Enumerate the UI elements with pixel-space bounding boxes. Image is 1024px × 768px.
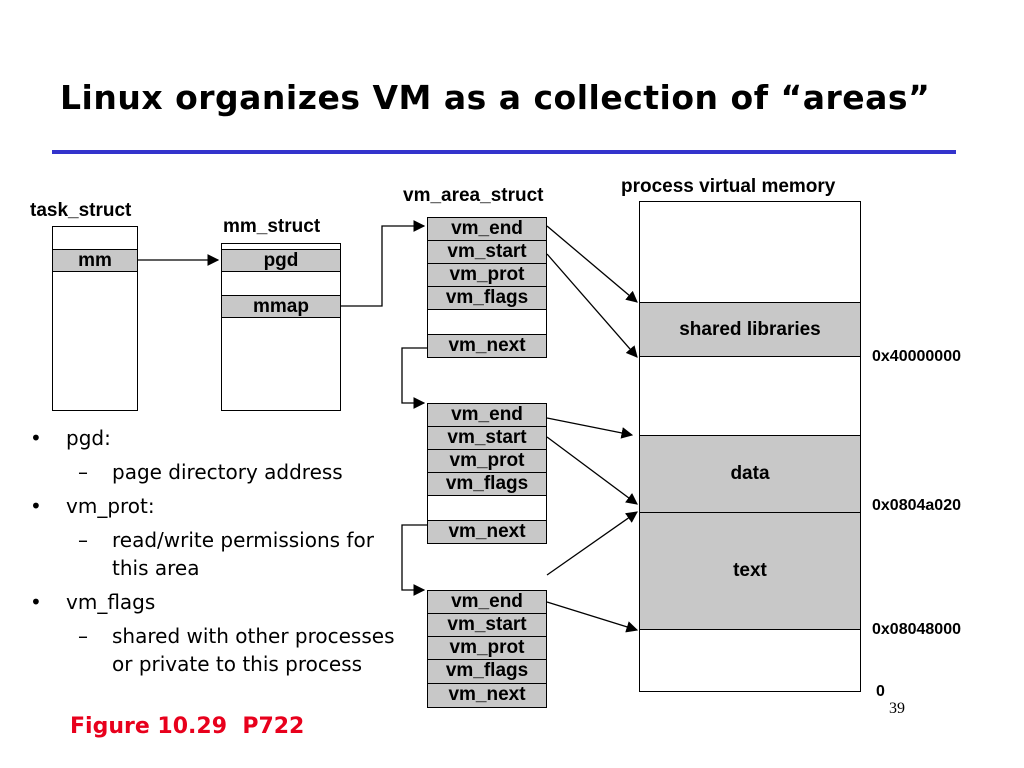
- notes-list: pgd: page directory address vm_prot: rea…: [28, 424, 398, 684]
- region-data: data: [639, 435, 861, 513]
- vm-area-2-vm-prot: vm_prot: [427, 449, 547, 473]
- mm-struct-mmap-field: mmap: [221, 295, 341, 318]
- vm-area-2-vm-next: vm_next: [427, 520, 547, 544]
- vm-next-2-arrow: [401, 524, 427, 596]
- area1-start-arrow: [546, 253, 638, 358]
- note-term-vm-prot: vm_prot:: [28, 492, 398, 520]
- vm-area-1-vm-flags: vm_flags: [427, 286, 547, 310]
- vm-area-3-vm-start: vm_start: [427, 613, 547, 637]
- title-divider: [52, 150, 956, 154]
- process-memory-label: process virtual memory: [621, 176, 836, 197]
- address-0x0804a020: 0x0804a020: [872, 497, 961, 514]
- note-detail-pgd: page directory address: [28, 458, 398, 486]
- area1-end-arrow: [546, 225, 638, 303]
- area3-start-arrow: [546, 511, 638, 576]
- vm-area-1-vm-end: vm_end: [427, 217, 547, 241]
- area2-start-arrow: [546, 436, 638, 505]
- mmap-to-vm-area-arrow: [341, 220, 426, 307]
- note-term-vm-flags: vm_flags: [28, 588, 398, 616]
- region-text: text: [639, 512, 861, 630]
- vm-area-3-vm-flags: vm_flags: [427, 659, 547, 684]
- vm-area-1-vm-next: vm_next: [427, 334, 547, 358]
- mm-struct-label: mm_struct: [223, 216, 321, 237]
- note-term-pgd: pgd:: [28, 424, 398, 452]
- figure-reference: Figure 10.29 P722: [70, 714, 305, 739]
- note-detail-vm-flags: shared with other processes or private t…: [28, 622, 398, 678]
- address-zero: 0: [876, 683, 885, 700]
- vm-area-1-vm-start: vm_start: [427, 240, 547, 264]
- vm-area-1-vm-prot: vm_prot: [427, 263, 547, 287]
- vm-area-struct-label: vm_area_struct: [403, 185, 544, 206]
- task-struct-mm-field: mm: [52, 249, 138, 272]
- address-0x08048000: 0x08048000: [872, 621, 961, 638]
- slide-title: Linux organizes VM as a collection of “a…: [60, 78, 931, 117]
- note-detail-vm-prot: read/write permissions for this area: [28, 526, 398, 582]
- area2-end-arrow: [546, 417, 634, 439]
- vm-area-2-vm-end: vm_end: [427, 403, 547, 427]
- address-0x40000000: 0x40000000: [872, 348, 961, 365]
- vm-area-2-vm-flags: vm_flags: [427, 472, 547, 496]
- page-number: 39: [889, 700, 905, 717]
- vm-area-3-vm-end: vm_end: [427, 590, 547, 614]
- vm-next-1-arrow: [401, 347, 427, 409]
- vm-area-2-vm-start: vm_start: [427, 426, 547, 450]
- vm-area-3-vm-prot: vm_prot: [427, 636, 547, 660]
- region-shared-libraries: shared libraries: [639, 302, 861, 357]
- vm-area-3-vm-next: vm_next: [427, 683, 547, 708]
- mm-struct-pgd-field: pgd: [221, 249, 341, 272]
- task-struct-label: task_struct: [30, 200, 132, 221]
- area3-end-arrow: [546, 601, 639, 633]
